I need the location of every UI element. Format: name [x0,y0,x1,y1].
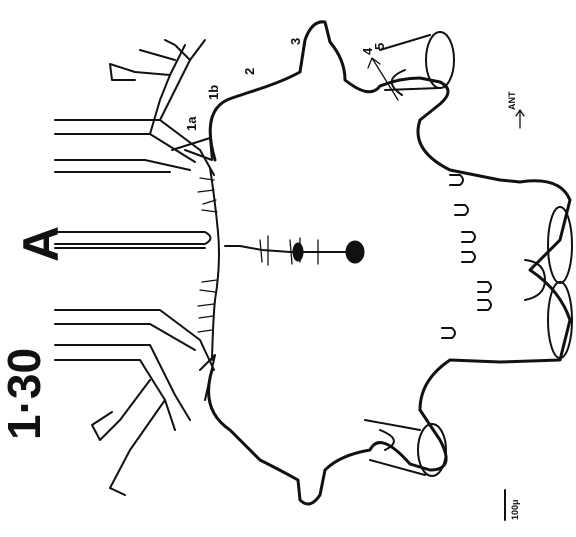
upper-right-cylinder [380,32,454,95]
label-3: 3 [288,38,303,45]
label-1b: 1b [206,85,221,100]
label-2: 2 [242,68,257,75]
label-5: 5 [372,43,387,50]
nerve-node [293,243,303,261]
upper-branch-tubes [55,40,214,175]
ant-label: ANT [507,91,517,110]
figure-number: 1·30 [0,348,50,440]
nerve-network [198,168,364,360]
scale-label: 100μ [510,499,520,520]
central-tube [55,232,211,248]
label-1a: 1a [184,116,199,131]
u-marks [442,175,491,338]
ant-orientation-arrow [516,110,524,128]
nerve-node [346,241,364,263]
lower-branch-tubes [55,310,215,495]
